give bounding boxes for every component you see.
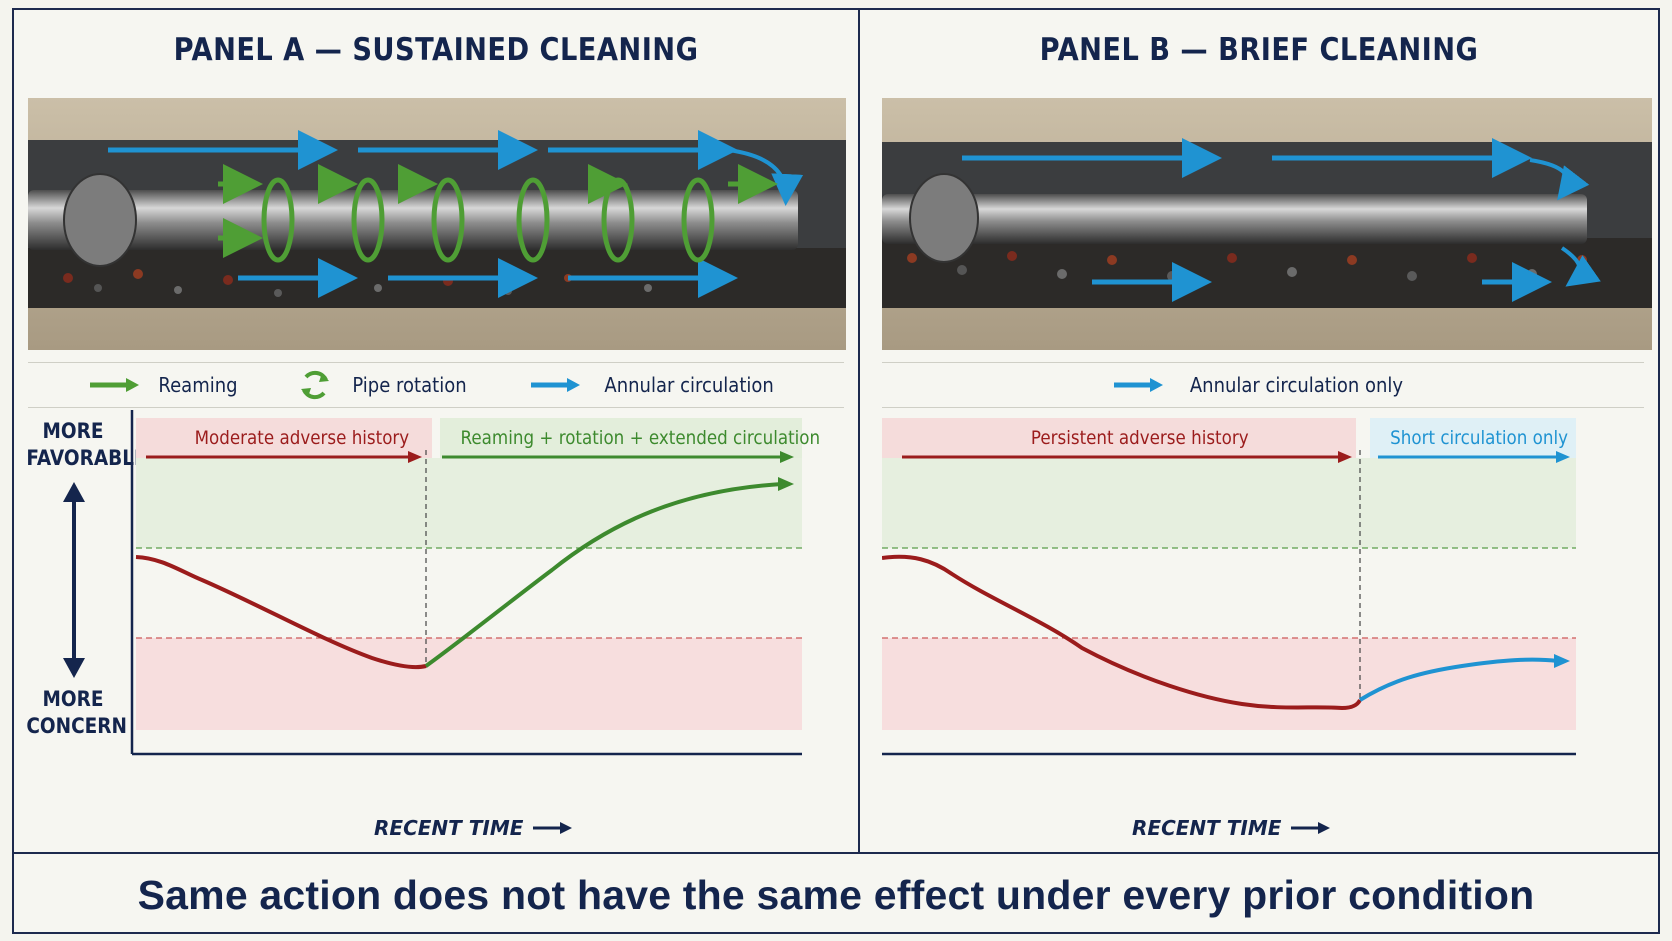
- legend-item-pipe-rotation: Pipe rotation: [298, 368, 473, 402]
- y-axis-top-label: MORE FAVORABLE: [26, 419, 147, 470]
- right-arrow-icon: [533, 822, 573, 834]
- phase-label-brief-cleaning: Short circulation only: [1390, 427, 1569, 449]
- phase-band-cleaning: [440, 418, 802, 458]
- panel-b-legend: Annular circulation only: [882, 362, 1644, 408]
- favorable-zone: [882, 458, 1576, 548]
- phase-label-moderate-adverse: Moderate adverse history: [194, 427, 410, 449]
- blue-arrow-icon: [531, 378, 581, 392]
- rotation-rings: [261, 177, 715, 263]
- concern-zone: [136, 638, 802, 730]
- footer-caption: Same action does not have the same effec…: [137, 871, 1535, 918]
- phase-band-brief-cleaning: [1370, 418, 1576, 458]
- panel-b-title: PANEL B — BRIEF CLEANING: [1039, 32, 1479, 68]
- phase-label-sustained-cleaning: Reaming + rotation + extended circulatio…: [460, 427, 821, 449]
- panel-a-chart-svg: [130, 410, 802, 756]
- sustained-cleaning-curve: [424, 482, 783, 668]
- favorable-zone: [136, 458, 802, 548]
- concern-zone: [882, 638, 1576, 730]
- reamer-bit: [909, 173, 979, 263]
- legend-item-annular-circulation: Annular circulation: [529, 373, 783, 397]
- panel-a: PANEL A — SUSTAINED CLEANING: [14, 10, 860, 852]
- adverse-history-curve: [135, 555, 427, 669]
- panel-b: PANEL B — BRIEF CLEANING: [860, 10, 1658, 852]
- panel-b-wellbore-illustration: [882, 98, 1652, 350]
- panel-b-trajectory-chart: Persistent adverse history Short circula…: [881, 410, 1646, 810]
- panel-a-trajectory-chart: Moderate adverse history Reaming + rotat…: [122, 410, 852, 810]
- blue-arrow-icon: [1113, 378, 1163, 392]
- green-arrow-icon: [90, 378, 140, 392]
- footer-caption-bar: Same action does not have the same effec…: [14, 852, 1658, 936]
- panel-b-x-axis-label: RECENT TIME: [1132, 816, 1331, 840]
- phase-band-adverse: [882, 418, 1356, 458]
- panel-a-legend: Reaming Pipe rotation Annular circulatio…: [28, 362, 844, 408]
- panel-b-chart-svg: [881, 418, 1576, 756]
- phase-band-adverse: [136, 418, 432, 458]
- legend-item-annular-circulation-only: Annular circulation only: [1112, 373, 1415, 397]
- panel-a-x-axis-label: RECENT TIME: [374, 816, 573, 840]
- rotation-icon: [301, 370, 330, 400]
- figure-frame: PANEL A — SUSTAINED CLEANING: [12, 8, 1660, 934]
- phase-label-persistent-adverse: Persistent adverse history: [1030, 427, 1249, 449]
- legend-item-reaming: Reaming: [88, 373, 242, 397]
- panel-a-title: PANEL A — SUSTAINED CLEANING: [173, 32, 699, 68]
- panel-a-wellbore-illustration: [28, 98, 846, 350]
- drill-pipe: [882, 194, 1587, 244]
- y-axis-bottom-label: MORE CONCERN: [26, 687, 127, 738]
- brief-cleaning-curve: [1358, 657, 1559, 702]
- reamer-bit: [63, 173, 137, 267]
- right-arrow-icon: [1291, 822, 1331, 834]
- adverse-history-curve: [881, 554, 1362, 711]
- y-axis-double-arrow: [63, 482, 85, 678]
